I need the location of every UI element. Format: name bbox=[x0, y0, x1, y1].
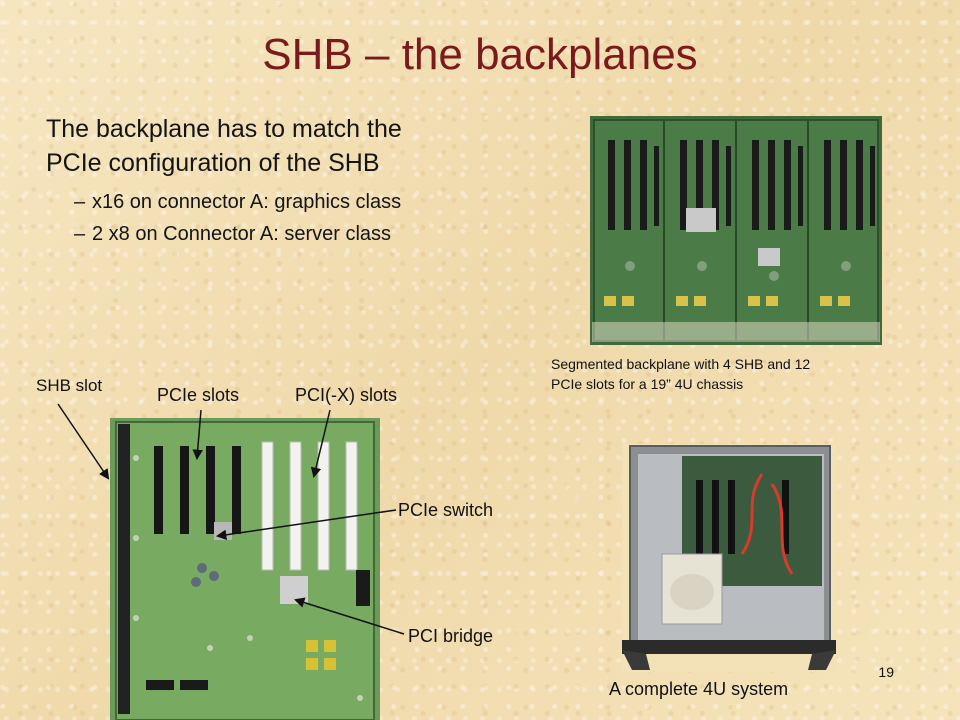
label-pci-x-slots: PCI(-X) slots bbox=[295, 385, 398, 405]
sub-bullet-text: 2 x8 on Connector A: server class bbox=[92, 223, 392, 245]
segmented-backplane-photo bbox=[590, 116, 882, 345]
bullet-main-line-1: The backplane has to match the bbox=[46, 115, 402, 143]
bullet-main: The backplane has to match the PCIe conf… bbox=[46, 112, 566, 180]
4u-system-photo bbox=[622, 444, 836, 672]
slide-title: SHB – the backplanes bbox=[262, 30, 698, 79]
caption-line-1: Segmented backplane with 4 SHB and 12 bbox=[551, 356, 811, 372]
caption-line-2: PCIe slots for a 19” 4U chassis bbox=[551, 376, 744, 392]
bullet-main-line-2: PCIe configuration of the SHB bbox=[46, 149, 380, 177]
label-pci-bridge: PCI bridge bbox=[408, 626, 494, 646]
sub-bullet-dash: – bbox=[74, 191, 86, 213]
sub-bullet-text: x16 on connector A: graphics class bbox=[92, 191, 402, 213]
label-pcie-switch: PCIe switch bbox=[398, 500, 494, 520]
label-shb-slot: SHB slot bbox=[36, 376, 103, 395]
arrow-pci-bridge bbox=[293, 597, 405, 635]
arrow-shb-slot bbox=[57, 403, 110, 480]
label-pcie-slots: PCIe slots bbox=[157, 385, 240, 405]
sub-bullet-dash: – bbox=[74, 223, 86, 245]
bullet-list: The backplane has to match the PCIe conf… bbox=[46, 112, 566, 250]
sub-bullet-server: –2 x8 on Connector A: server class bbox=[74, 218, 566, 250]
arrow-pcie-slots bbox=[192, 409, 203, 461]
arrow-pci-x-slots bbox=[310, 409, 331, 479]
caption-segmented-backplane: Segmented backplane with 4 SHB and 12 PC… bbox=[551, 354, 810, 394]
page-number: 19 bbox=[878, 664, 894, 680]
sub-bullet-graphics: –x16 on connector A: graphics class bbox=[74, 186, 566, 218]
backplane-photo bbox=[110, 418, 380, 720]
arrow-pcie-switch bbox=[215, 509, 397, 540]
caption-4u-system: A complete 4U system bbox=[609, 679, 789, 699]
